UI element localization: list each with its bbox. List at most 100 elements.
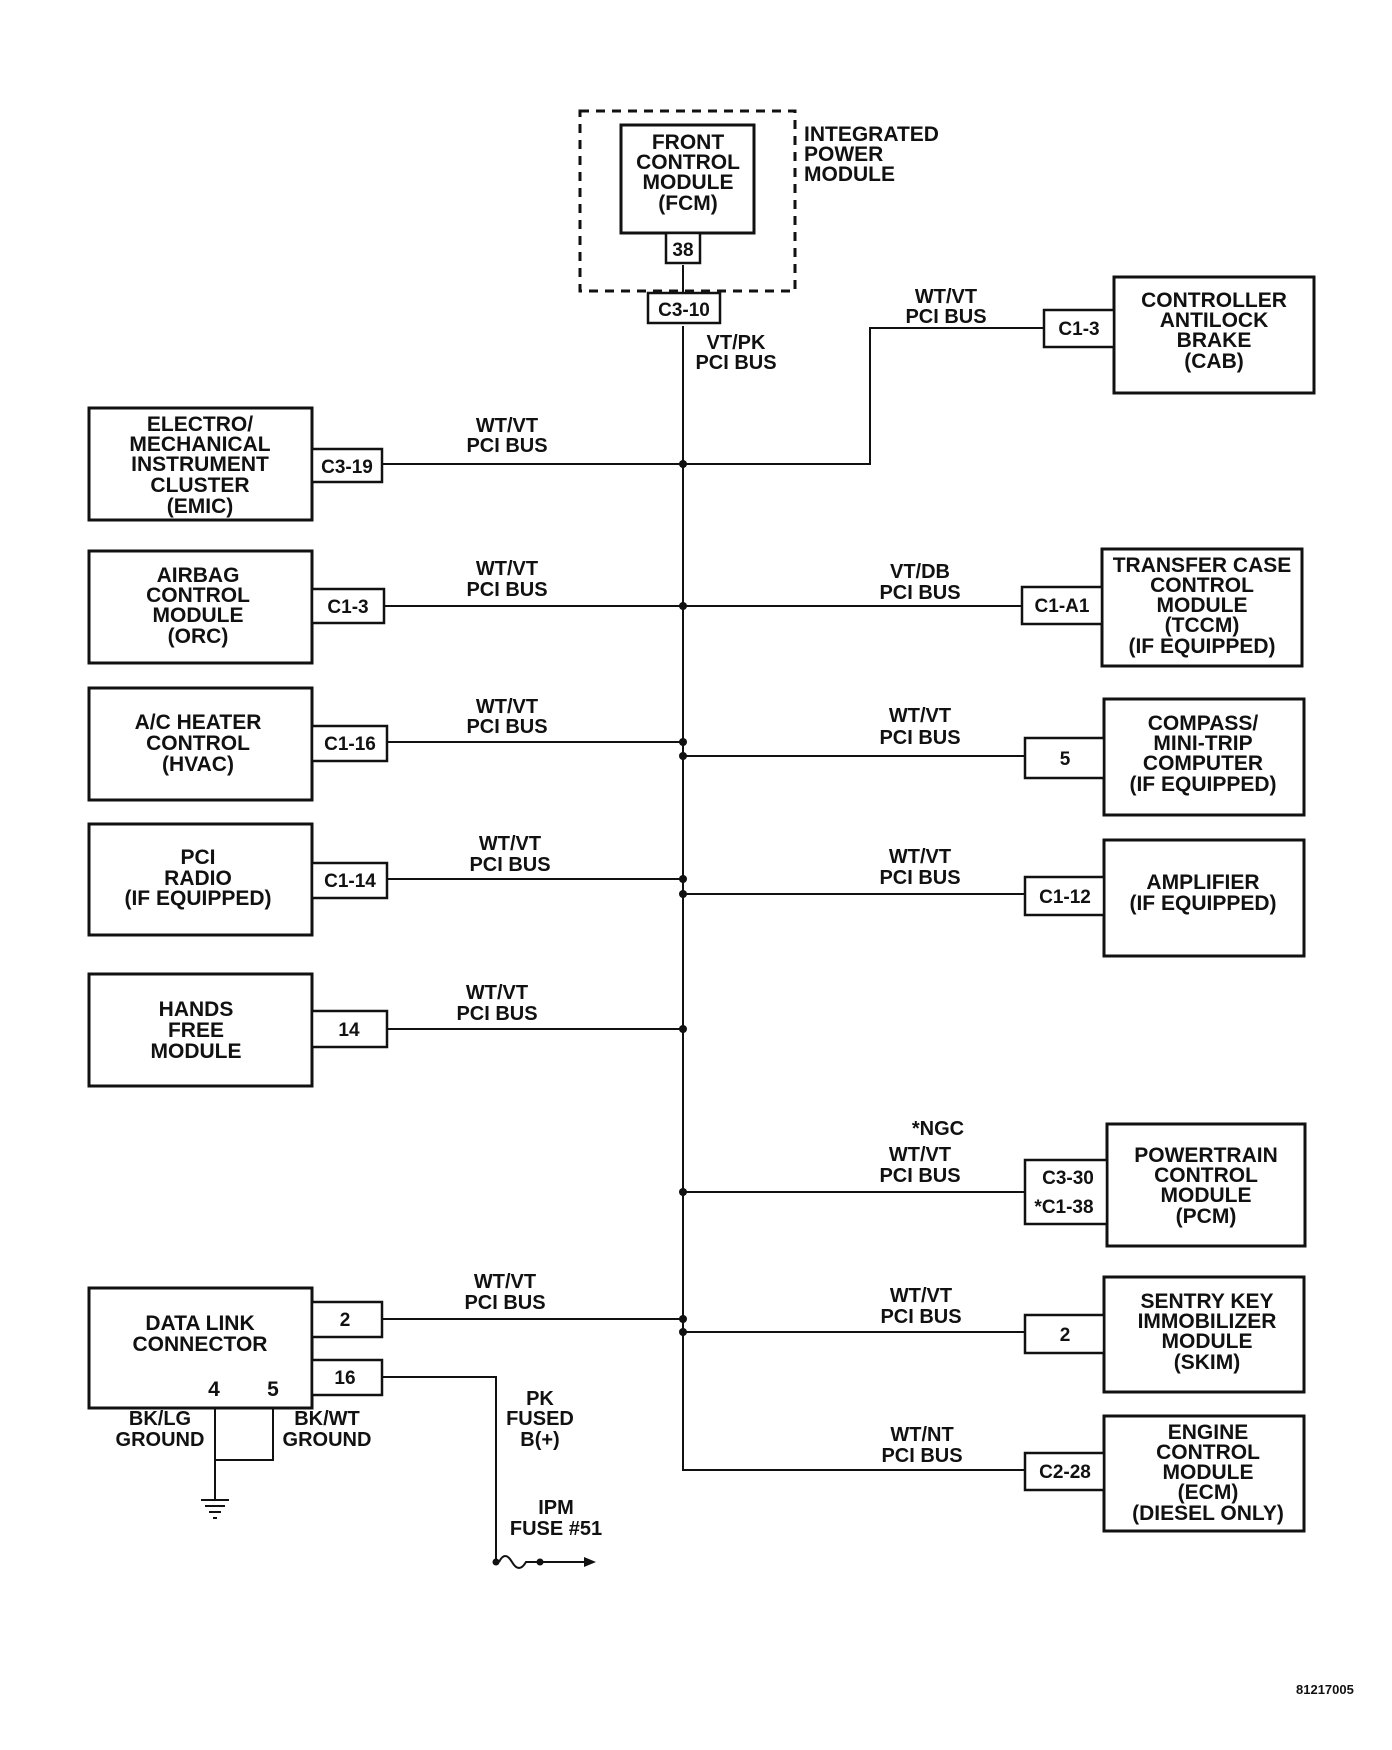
skim-pin: 2 (1060, 1325, 1071, 1346)
ecm-label-1: ENGINE (1168, 1421, 1249, 1444)
data-link-connector: DATA LINK CONNECTOR 4 5 2 16 WT/VT PCI B… (87, 1271, 683, 1569)
cab-wire (683, 327, 1044, 465)
power-wire-color: PK (526, 1388, 554, 1410)
dlc-power-wire (382, 1376, 497, 1562)
pcm-label-4: (PCM) (1176, 1205, 1237, 1228)
hands-free-label-3: MODULE (151, 1040, 242, 1063)
pcm-label-3: MODULE (1161, 1184, 1252, 1207)
cab-label-1: CONTROLLER (1141, 289, 1287, 312)
fcm-label-2: CONTROL (636, 151, 740, 174)
dlc-bus-wire-color: WT/VT (474, 1271, 536, 1293)
dlc-bus-pin: 2 (340, 1310, 351, 1331)
skim-module: SENTRY KEY IMMOBILIZER MODULE (SKIM) 2 W… (683, 1275, 1306, 1394)
orc-module: AIRBAG CONTROL MODULE (ORC) C1-3 WT/VT P… (87, 549, 683, 665)
splice-dot (679, 875, 687, 883)
splice-dot (679, 752, 687, 760)
pcm-pin-1: C3-30 (1042, 1168, 1094, 1189)
radio-label-3: (IF EQUIPPED) (124, 887, 271, 910)
amplifier-label-1: AMPLIFIER (1146, 871, 1259, 894)
fcm-label-1: FRONT (652, 131, 724, 154)
pcm-wire-color: WT/VT (889, 1144, 951, 1166)
dlc-label-2: CONNECTOR (133, 1333, 268, 1356)
radio-pin: C1-14 (324, 871, 376, 892)
emic-wire-color: WT/VT (476, 415, 538, 437)
splice-dots (679, 460, 687, 1336)
hands-free-wire-bus: PCI BUS (456, 1003, 537, 1025)
ground-symbol-icon (201, 1499, 229, 1519)
hvac-pin: C1-16 (324, 734, 376, 755)
ecm-label-3: MODULE (1163, 1461, 1254, 1484)
compass-wire-bus: PCI BUS (879, 727, 960, 749)
cab-box (1112, 275, 1316, 395)
ecm-pin: C2-28 (1039, 1462, 1091, 1483)
compass-label-2: MINI-TRIP (1153, 732, 1252, 755)
emic-label-4: CLUSTER (150, 474, 249, 497)
cab-wire-bus: PCI BUS (905, 306, 986, 328)
tccm-module: TRANSFER CASE CONTROL MODULE (TCCM) (IF … (683, 547, 1304, 668)
emic-pin: C3-19 (321, 457, 373, 478)
cab-pin: C1-3 (1058, 319, 1099, 340)
amplifier-wire-bus: PCI BUS (879, 867, 960, 889)
emic-label-1: ELECTRO/ (147, 413, 253, 436)
cab-label-4: (CAB) (1184, 350, 1243, 373)
dlc-ground-pin-b: 5 (267, 1378, 279, 1401)
emic-module: ELECTRO/ MECHANICAL INSTRUMENT CLUSTER (… (87, 406, 683, 522)
hvac-box (87, 686, 314, 802)
hands-free-wire-color: WT/VT (466, 982, 528, 1004)
amplifier-box (1102, 838, 1306, 958)
orc-label-4: (ORC) (168, 625, 229, 648)
ecm-label-4: (ECM) (1178, 1481, 1239, 1504)
fuse-number: FUSE #51 (510, 1518, 602, 1540)
hvac-wire-bus: PCI BUS (466, 716, 547, 738)
power-wire-battery: B(+) (520, 1429, 559, 1451)
tccm-label-1: TRANSFER CASE (1113, 554, 1292, 577)
ecm-box (1102, 1414, 1306, 1533)
fuse-symbol-icon (492, 1555, 596, 1569)
fcm-label-4: (FCM) (658, 192, 717, 215)
ground-b-color: BK/WT (294, 1408, 360, 1430)
ipm-label-3: MODULE (804, 163, 895, 186)
amplifier-label-2: (IF EQUIPPED) (1129, 892, 1276, 915)
orc-wire-bus: PCI BUS (466, 579, 547, 601)
tccm-wire-color: VT/DB (890, 561, 950, 583)
orc-label-1: AIRBAG (157, 564, 240, 587)
orc-label-2: CONTROL (146, 584, 250, 607)
radio-label-1: PCI (180, 846, 215, 869)
splice-dot (679, 602, 687, 610)
compass-label-1: COMPASS/ (1148, 712, 1259, 735)
splice-dot (679, 1315, 687, 1323)
ground-b-label: GROUND (283, 1429, 372, 1451)
hands-free-pin-box (310, 1009, 389, 1049)
tccm-wire-bus: PCI BUS (879, 582, 960, 604)
compass-label-4: (IF EQUIPPED) (1129, 773, 1276, 796)
splice-dot (679, 460, 687, 468)
pcm-label-1: POWERTRAIN (1134, 1144, 1278, 1167)
ipm-label-1: INTEGRATED (804, 123, 939, 146)
radio-wire-color: WT/VT (479, 833, 541, 855)
fcm-wire-bus: PCI BUS (695, 352, 776, 374)
hands-free-pin: 14 (338, 1020, 360, 1041)
ecm-wire-bus: PCI BUS (881, 1445, 962, 1467)
splice-dot (679, 1328, 687, 1336)
pcm-pin-2: *C1-38 (1034, 1197, 1093, 1218)
cab-wire-color: WT/VT (915, 286, 977, 308)
hvac-module: A/C HEATER CONTROL (HVAC) C1-16 WT/VT PC… (87, 686, 683, 802)
ipm-outline (578, 109, 797, 293)
orc-wire-color: WT/VT (476, 558, 538, 580)
emic-label-3: INSTRUMENT (131, 453, 269, 476)
skim-wire-color: WT/VT (890, 1285, 952, 1307)
fcm-module: FRONT CONTROL MODULE (FCM) 38 C3-10 VT/P… (619, 123, 777, 374)
hvac-pin-box (310, 724, 389, 763)
ecm-label-5: (DIESEL ONLY) (1132, 1502, 1284, 1525)
compass-pin-box (1023, 736, 1106, 780)
cab-label-3: BRAKE (1177, 329, 1252, 352)
compass-box (1102, 697, 1306, 817)
pcm-label-2: CONTROL (1154, 1164, 1258, 1187)
emic-wire-bus: PCI BUS (466, 435, 547, 457)
radio-pin-box (310, 861, 389, 900)
skim-pin-box (1023, 1313, 1106, 1355)
compass-module: COMPASS/ MINI-TRIP COMPUTER (IF EQUIPPED… (683, 697, 1306, 817)
fcm-connector: C3-10 (658, 300, 710, 321)
radio-wire-bus: PCI BUS (469, 854, 550, 876)
